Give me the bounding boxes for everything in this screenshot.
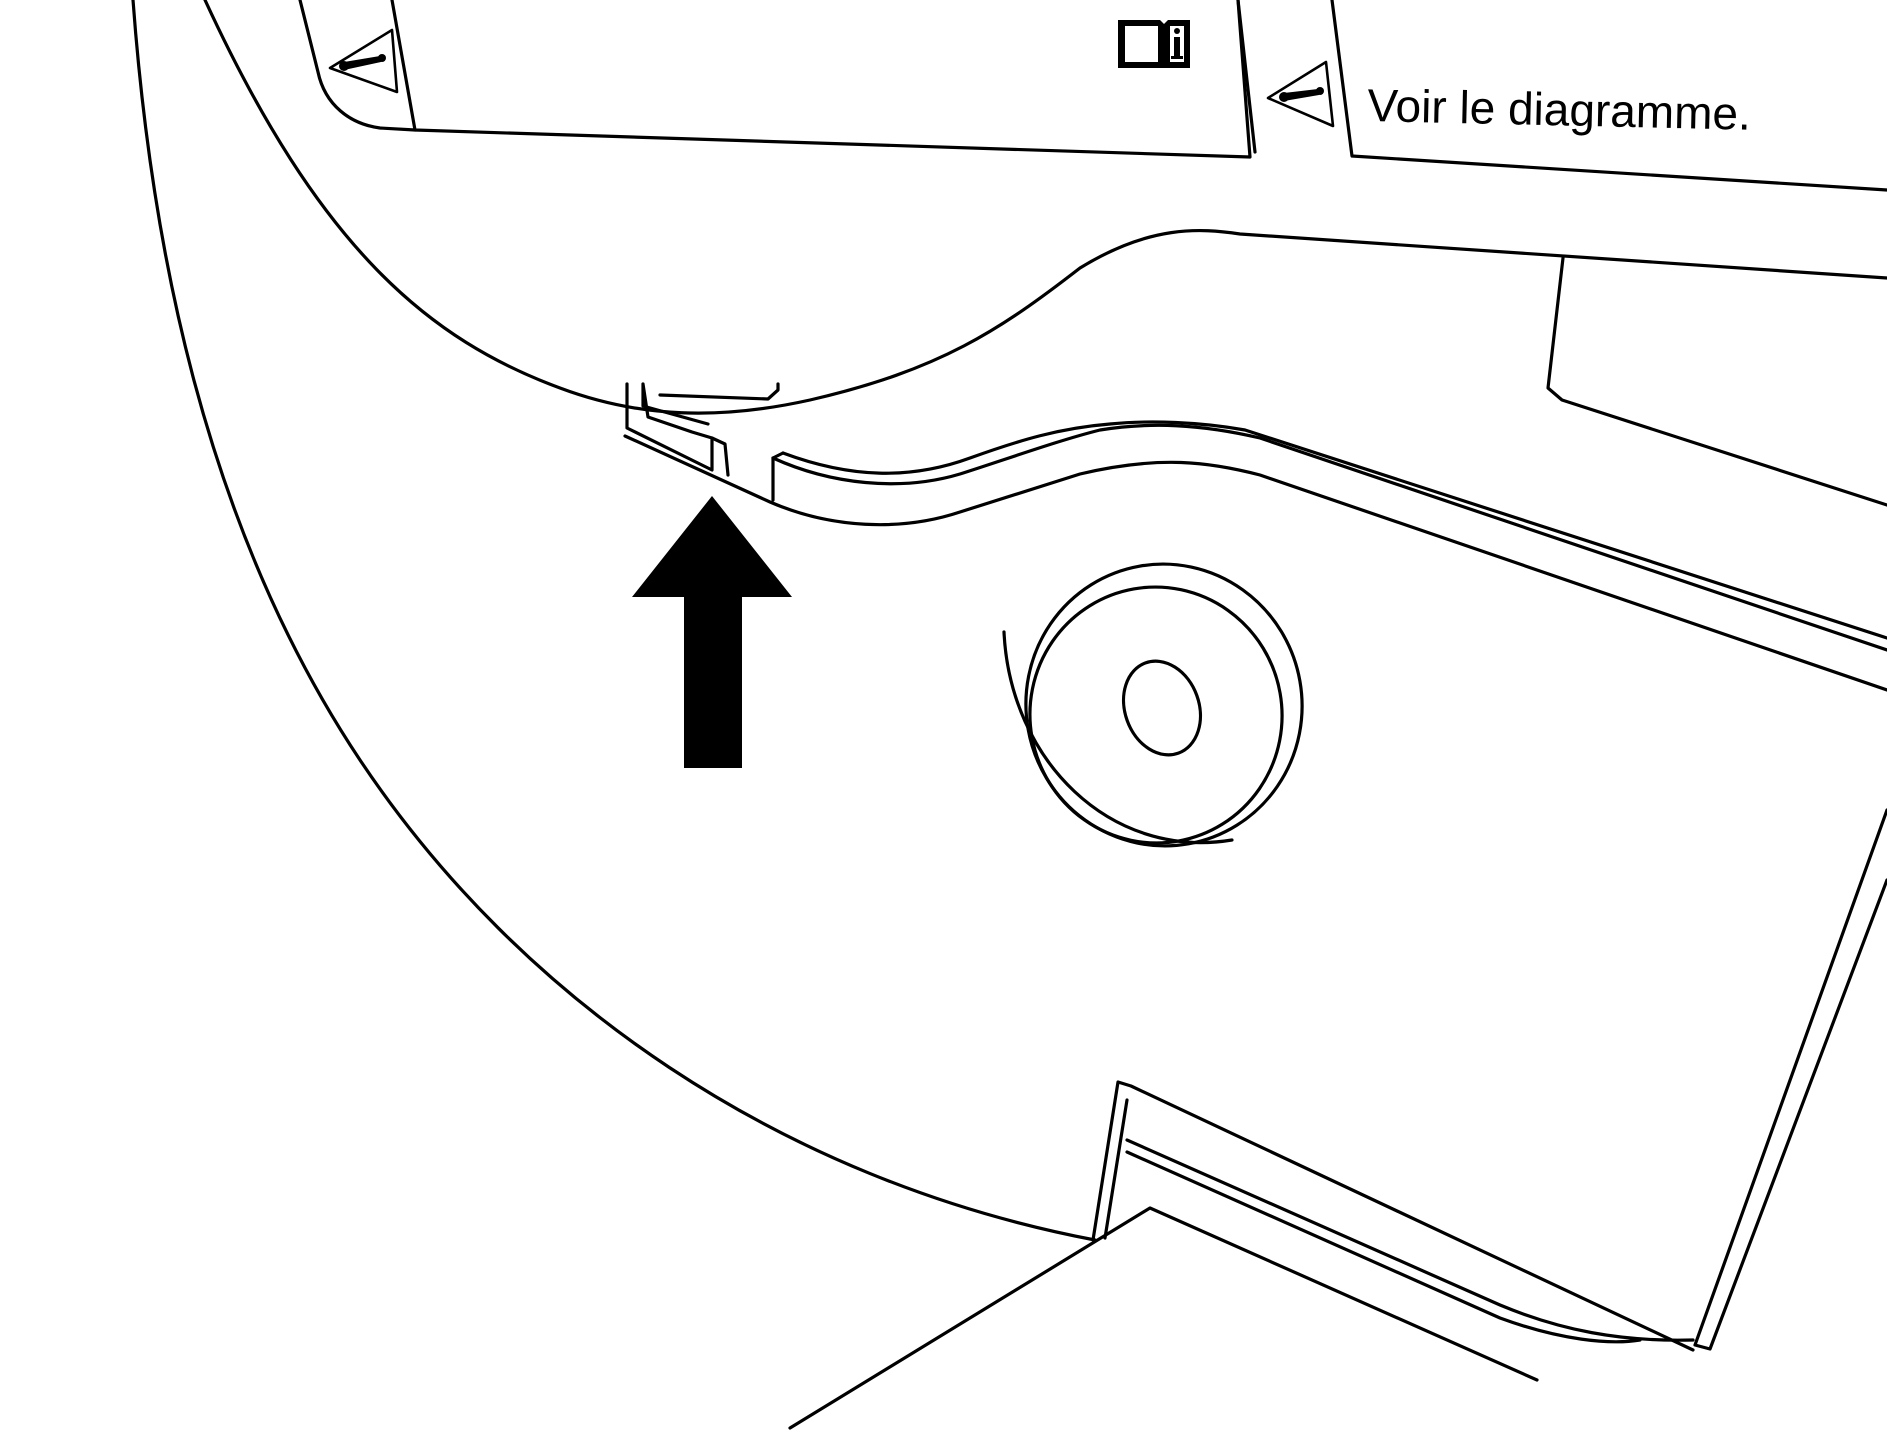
trim-strip-top (781, 420, 1887, 640)
trim-strip-outer (623, 434, 1887, 692)
retaining-clip-base (710, 436, 730, 477)
upper-label-panel-gap (1236, 0, 1257, 154)
fastener-outer-arc (1002, 630, 1234, 845)
trim-strip-end-cap (771, 451, 785, 502)
right-recess-bracket (1546, 256, 1887, 507)
bottom-bracket-rail-lower (1125, 1150, 1642, 1344)
fastener-washer-inner (1028, 585, 1284, 845)
right-lower-panel-edge (1693, 808, 1887, 1351)
fastener-washer-outer (1024, 562, 1304, 848)
trim-strip-inner (771, 423, 1887, 652)
bottom-floor-lines (788, 1206, 1539, 1430)
see-diagram-caption: Voir le diagramme. (1366, 79, 1752, 140)
owner-manual-book-icon (1118, 20, 1190, 68)
bottom-bracket-left-edge (1103, 1098, 1129, 1240)
panel-outer-edge (131, 0, 1097, 1242)
warning-triangle-icon-right (1266, 60, 1335, 128)
fastener-screw-hole (1121, 659, 1203, 757)
warning-triangle-icon-left (328, 28, 399, 94)
retaining-clip (625, 382, 780, 472)
upper-label-panel-divider (390, 0, 1252, 159)
bottom-bracket-outer (1091, 1080, 1695, 1352)
arrow-up-icon (632, 496, 792, 768)
upper-label-panel-left (298, 0, 417, 132)
bottom-bracket-rail-upper (1125, 1138, 1695, 1342)
upper-label-panel-right (1330, 0, 1887, 192)
panel-lower-curve (203, 0, 1887, 415)
